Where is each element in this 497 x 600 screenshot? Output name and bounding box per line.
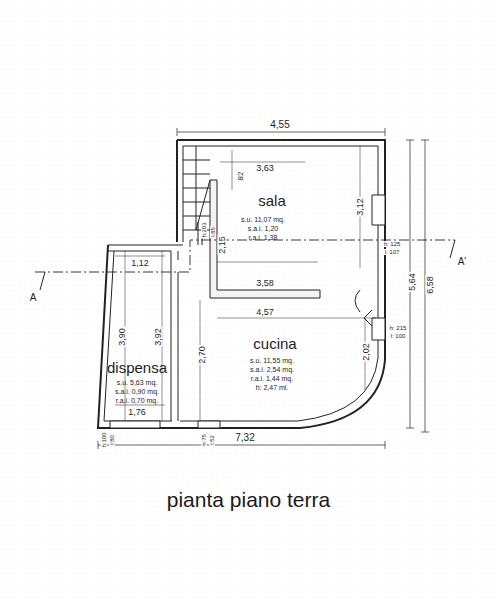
plan-label: l: 100: [390, 333, 407, 339]
plan-label: h: 2,47 ml.: [256, 384, 289, 391]
plan-label: 3,58: [255, 279, 275, 288]
plan-label: s.a.i. 1,20: [248, 225, 278, 232]
plan-label: h:75: [201, 433, 207, 447]
plan-label: h:100: [101, 431, 107, 448]
plan-label: s.u. 11,55 mq.: [250, 357, 294, 364]
plan-label: cucina: [253, 336, 296, 351]
plan-label: 3,90: [118, 327, 127, 347]
plan-label: r.a.i. 0,70 mq.: [116, 397, 158, 404]
plan-label: 3,12: [356, 197, 365, 217]
plan-label: h: 125: [383, 241, 402, 247]
plan-label: l: 107: [384, 249, 401, 255]
plan-label: r.a.i. 1,38: [249, 234, 278, 241]
plan-label: h: 215: [389, 325, 408, 331]
plan-label: l:85: [210, 226, 216, 238]
plan-label: 2,02: [362, 342, 371, 362]
plan-caption: pianta piano terra: [0, 488, 497, 512]
plan-label: s.a.i. 2,54 mq.: [250, 366, 294, 373]
plan-label: 3,92: [154, 327, 163, 347]
plan-label: l:80: [109, 434, 115, 446]
plan-label: h:203: [201, 221, 207, 238]
plan-label: 2,15: [218, 235, 227, 255]
plan-label: 82: [237, 171, 245, 182]
plan-label: 1,76: [127, 408, 147, 417]
plan-label: s.u. 5,63 mq.: [117, 379, 157, 386]
plan-label: 7,32: [234, 433, 255, 443]
plan-label: 5,64: [408, 272, 417, 292]
plan-label: sala: [258, 193, 286, 208]
plan-label: r.a.i. 1,44 mq.: [251, 375, 293, 382]
plan-label: s.a.i. 0,90 mq.: [115, 388, 159, 395]
plan-label: 2,70: [198, 345, 207, 365]
plan-label: dispensa: [107, 360, 167, 375]
plan-label: 3,63: [255, 164, 275, 173]
plan-label: A: [30, 293, 37, 303]
plan-label: 1,12: [130, 259, 150, 268]
plan-label: 4,57: [255, 308, 275, 317]
plan-label: l:52: [209, 434, 215, 446]
plan-label: 6,58: [426, 275, 435, 295]
plan-label: s.u. 11,07 mq.: [241, 216, 285, 223]
plan-label: A': [458, 257, 467, 267]
plan-label: 4,55: [269, 120, 290, 130]
